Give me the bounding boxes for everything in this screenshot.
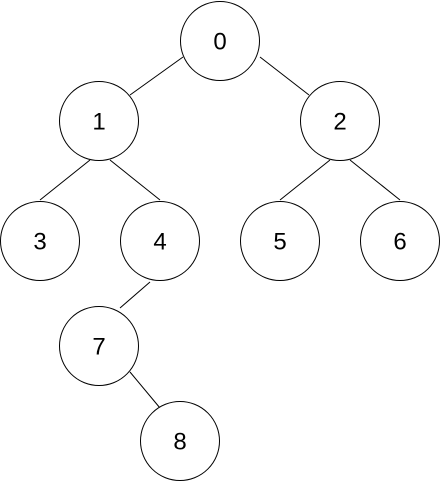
tree-node-4: 4 [120,201,200,281]
edges [39,56,401,409]
tree-node-3: 3 [0,201,80,281]
tree-node-2: 2 [300,81,380,161]
node-circle [360,201,440,281]
node-label: 8 [173,429,186,456]
node-label: 0 [213,29,226,56]
tree-node-6: 6 [360,201,440,281]
node-label: 2 [333,109,346,136]
node-circle [240,201,320,281]
node-circle [0,201,80,281]
node-label: 3 [33,229,46,256]
node-label: 6 [393,229,406,256]
edge-7-8 [129,371,161,409]
edge-0-1 [129,56,184,96]
edge-4-7 [119,281,151,309]
tree-node-0: 0 [180,1,260,81]
node-circle [120,201,200,281]
node-circle [59,81,139,161]
edge-1-4 [109,159,161,201]
node-circle [180,1,260,81]
tree-node-1: 1 [59,81,139,161]
node-circle [300,81,380,161]
node-label: 7 [92,334,105,361]
edge-2-6 [349,159,401,201]
tree-node-8: 8 [140,401,220,481]
node-label: 5 [273,229,286,256]
node-circle [59,306,139,386]
edge-2-5 [279,159,331,201]
node-label: 1 [92,109,105,136]
tree-node-5: 5 [240,201,320,281]
edge-0-2 [259,56,310,96]
tree-node-7: 7 [59,306,139,386]
node-label: 4 [153,229,166,256]
edge-1-3 [39,159,91,201]
